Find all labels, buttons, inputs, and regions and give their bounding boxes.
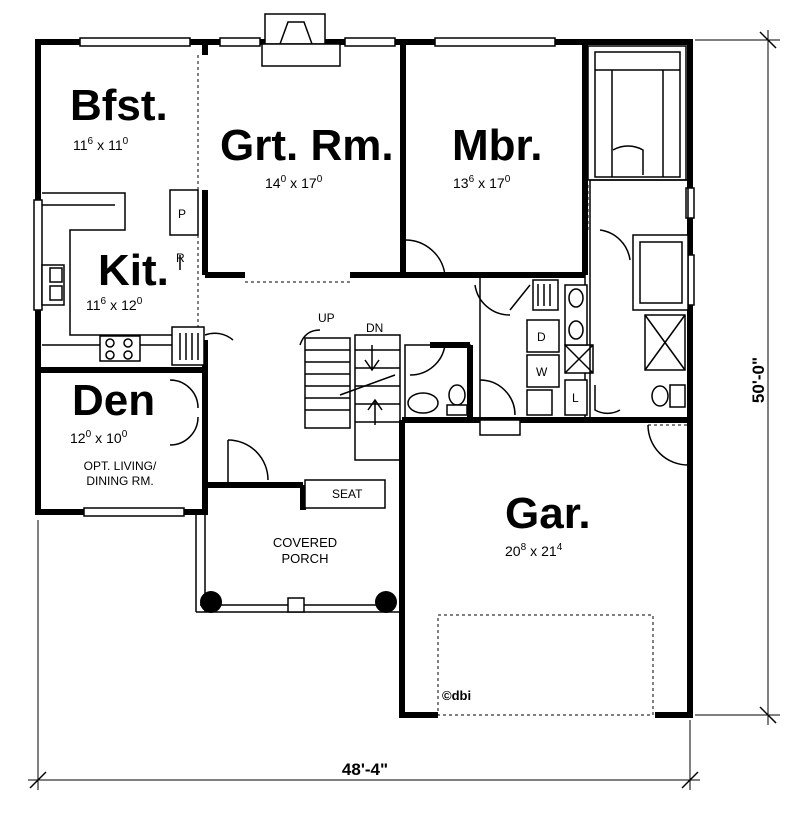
pantry-closet — [171, 326, 234, 366]
walk-in-closet — [587, 45, 687, 181]
label-up: UP — [318, 311, 335, 325]
depth-dimension: 50'-0" — [749, 357, 768, 403]
fireplace — [261, 13, 341, 67]
hall-doors — [404, 239, 516, 416]
windows — [33, 37, 695, 517]
laundry — [479, 274, 594, 436]
stairs — [299, 329, 401, 509]
room-label-porch: COVERED PORCH — [273, 535, 337, 566]
width-dimension-line — [28, 520, 700, 790]
master-bath — [564, 179, 689, 421]
porch-columns — [200, 591, 397, 613]
svg-text:PORCH: PORCH — [282, 551, 329, 566]
svg-text:Gar.: Gar. — [505, 489, 591, 538]
label-linen: L — [572, 391, 579, 405]
svg-text:Den: Den — [72, 376, 155, 425]
label-pantry: P — [178, 207, 186, 221]
svg-text:Grt. Rm.: Grt. Rm. — [220, 121, 394, 170]
svg-text:Mbr.: Mbr. — [452, 121, 542, 170]
svg-text:Bfst.: Bfst. — [70, 81, 168, 130]
svg-text:Kit.: Kit. — [98, 246, 169, 295]
label-dn: DN — [366, 321, 383, 335]
den-french-doors — [169, 379, 199, 446]
svg-text:OPT. LIVING/: OPT. LIVING/ — [84, 459, 157, 473]
label-washer: W — [536, 365, 548, 379]
front-door — [227, 439, 269, 485]
label-refrigerator: R — [176, 251, 185, 265]
label-seat: SEAT — [332, 487, 363, 501]
label-dryer: D — [537, 330, 546, 344]
copyright-mark: ©dbi — [442, 688, 471, 703]
depth-dimension-line — [695, 30, 780, 725]
powder-room — [404, 344, 471, 421]
svg-text:DINING RM.: DINING RM. — [86, 474, 153, 488]
garage-details — [437, 424, 689, 716]
width-dimension: 48'-4" — [342, 760, 388, 779]
svg-text:COVERED: COVERED — [273, 535, 337, 550]
openings — [197, 55, 589, 340]
